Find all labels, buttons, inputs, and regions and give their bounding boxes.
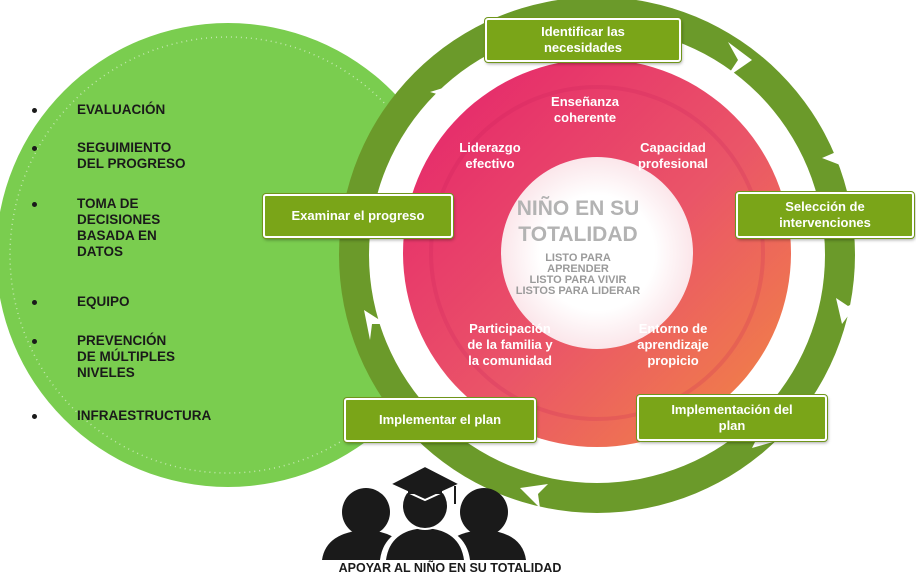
step-examinar-box: Examinar el progreso: [263, 194, 453, 238]
cycle-arrow: [726, 42, 752, 78]
green-circle: [0, 23, 460, 487]
graduates-icon: [322, 464, 526, 560]
step-implementar-box: Implementar el plan: [344, 398, 536, 442]
cycle-arrow: [430, 84, 456, 108]
bullet: [32, 414, 37, 419]
bullet: [32, 300, 37, 305]
bottom-title: APOYAR AL NIÑO EN SU TOTALIDAD: [338, 561, 562, 575]
cycle-arrow: [836, 298, 860, 324]
center-subtitle: LISTO PARA APRENDER LISTO PARA VIVIR LIS…: [515, 252, 641, 297]
bullet: [32, 146, 37, 151]
label-entorno: Entorno de aprendizaje propicio: [637, 321, 709, 368]
step-implementacion-box: Implementación del plan: [637, 395, 827, 441]
label-capacidad: Capacidad profesional: [637, 140, 709, 171]
label-ensenanza: Enseñanza coherente: [551, 94, 619, 125]
center-title: NIÑO EN SU TOTALIDAD: [516, 197, 640, 246]
cycle-arrow: [364, 310, 386, 340]
cycle-arrow: [520, 484, 548, 508]
pink-donut-inner-shadow: [429, 85, 765, 421]
bullet: [32, 108, 37, 113]
center-disc: [501, 157, 693, 349]
label-participacion: Participación de la familia y la comunid…: [467, 321, 553, 368]
cycle-arrow: [822, 140, 848, 168]
bullet: [32, 339, 37, 344]
step-identificar-box: Identificar las necesidades: [485, 18, 681, 62]
bullet: [32, 202, 37, 207]
label-liderazgo: Liderazgo efectivo: [459, 140, 521, 171]
step-seleccion-box: Selección de intervenciones: [736, 192, 914, 238]
